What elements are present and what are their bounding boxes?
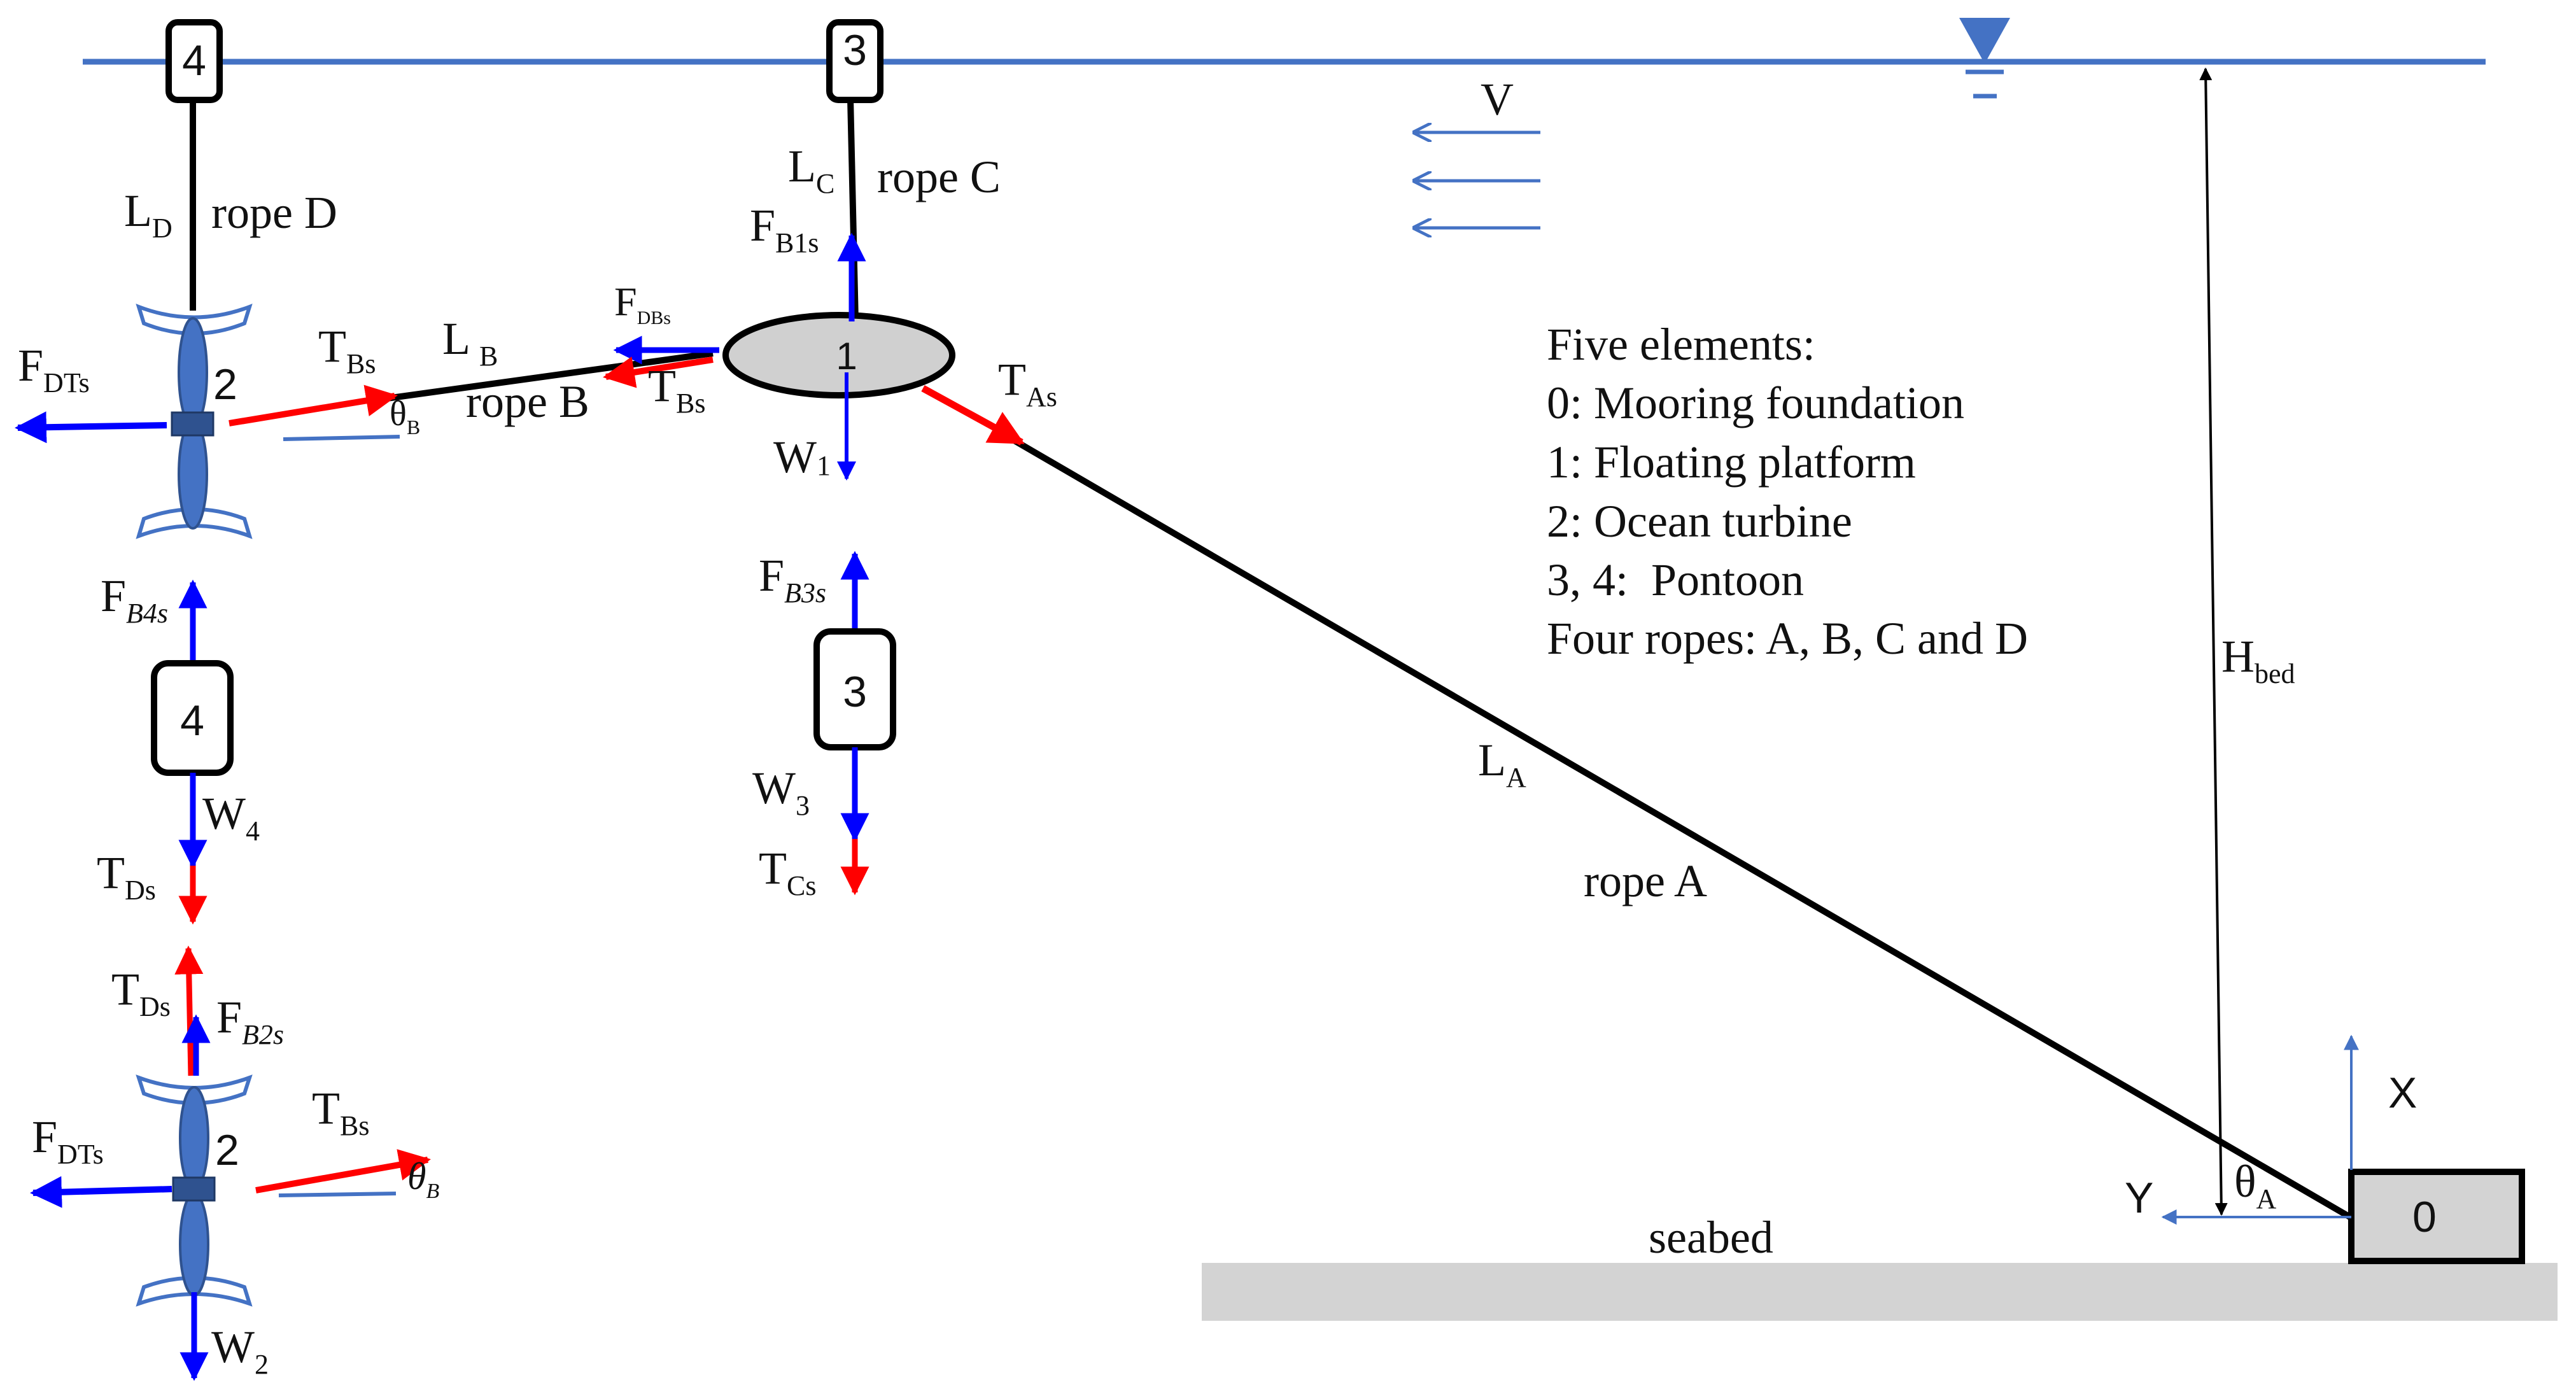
svg-text:3: 3 [843,668,867,716]
la-label: LA [1478,735,1526,793]
water-level-icon [1959,18,2010,99]
rope-b [381,350,714,402]
turbine-top-label: 2 [213,360,237,409]
fb1s-label: FB1s [750,200,819,258]
fdts-top-label: FDTs [18,340,90,398]
tbs-platform-label: TBs [648,360,705,419]
y-axis-label: Y [2125,1174,2153,1222]
fdts-fbd-arrow [30,1176,172,1208]
fb3s-label: FB3s [759,550,826,609]
fdts-top-arrow [15,411,167,444]
w3-label: W3 [752,763,810,821]
rope-b-label: rope B [466,376,589,427]
turbine-fbd-label: 2 [215,1126,239,1174]
legend-line-1: 0: Mooring foundation [1547,377,1964,428]
svg-text:3: 3 [843,26,867,74]
tds-p4-label: TDs [97,847,156,906]
pontoon-4-fbd: 4 [151,660,234,776]
rope-d-label: rope D [211,187,337,238]
legend-line-4: 3, 4: Pontoon [1547,554,1804,605]
w2-label: W2 [211,1321,269,1380]
pontoon-4-top: 4 [165,19,223,103]
legend: Five elements: 0: Mooring foundation 1: … [1547,319,2028,664]
legend-line-5: Four ropes: A, B, C and D [1547,613,2028,664]
svg-text:4: 4 [180,696,204,745]
mooring-foundation: 0 [2348,1169,2525,1264]
tds-turbine-arrow [174,945,204,1076]
x-axis-label: X [2388,1069,2417,1117]
tas-label: TAs [998,354,1057,412]
seabed [1202,1263,2558,1321]
rope-c-label: rope C [877,151,1001,202]
svg-text:1: 1 [836,335,857,377]
turbine-fbd [136,1074,253,1307]
fdbs-label: FDBs [614,279,671,328]
svg-text:0: 0 [2412,1193,2437,1241]
velocity-label: V [1481,74,1514,125]
ld-label: LD [124,185,172,244]
theta-b-top-reference [283,435,400,441]
tas-arrow [921,385,1025,446]
fdts-fbd-label: FDTs [32,1111,104,1170]
rope-a-label: rope A [1584,855,1707,906]
theta-b-fbd-reference [278,1192,397,1197]
tds-turbine-label: TDs [111,964,171,1022]
tbs-turbine-fbd-arrow [255,1149,431,1193]
fb4s-label: FB4s [101,570,168,629]
turbine-top [136,304,253,539]
tbs-turbine-top-arrow [229,384,398,426]
tbs-turbine-fbd-label: TBs [312,1083,369,1141]
rope-a [1010,436,2352,1220]
theta-b-top-label: θB [390,394,420,439]
svg-text:4: 4 [182,36,206,85]
seabed-label: seabed [1649,1212,1773,1263]
tcs-label: TCs [759,843,816,901]
legend-title: Five elements: [1547,319,1815,370]
rope-c [847,98,859,322]
floating-platform: 1 [722,312,955,398]
flow-arrows [1414,132,1540,228]
legend-line-2: 1: Floating platform [1547,437,1916,488]
w1-label: W1 [773,432,831,482]
hbed-label: Hbed [2221,631,2295,689]
theta-b-fbd-label: θB [407,1155,439,1203]
pontoon-3-top: 3 [826,19,883,103]
hbed-dimension-line [2199,67,2228,1216]
w4-label: W4 [202,788,260,847]
theta-a-label: θA [2234,1156,2277,1214]
tbs-turbine-top-label: TBs [318,321,376,379]
fb2s-label: FB2s [216,992,284,1050]
pontoon-3-fbd: 3 [813,628,896,750]
tbs-platform-arrow [603,356,714,388]
lc-label: LC [788,141,834,199]
legend-line-3: 2: Ocean turbine [1547,496,1852,547]
